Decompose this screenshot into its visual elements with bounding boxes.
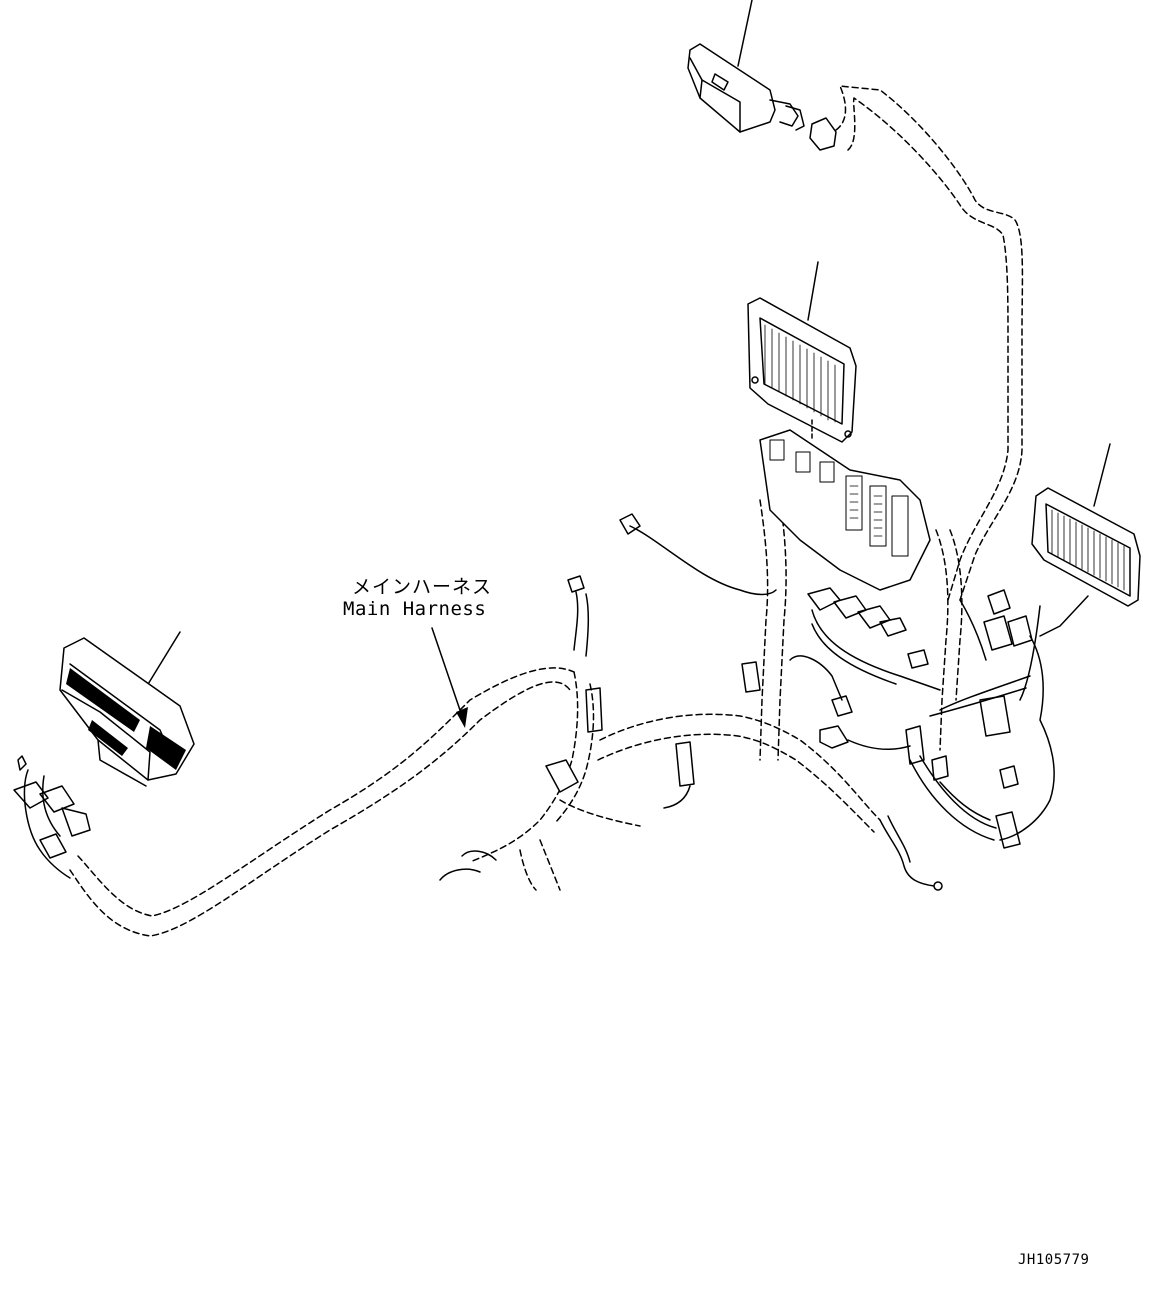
main-harness-label-en: Main Harness bbox=[343, 598, 487, 620]
fuse-box-cover bbox=[747, 261, 857, 443]
left-control-unit bbox=[59, 631, 195, 787]
right-side-connectors bbox=[905, 589, 1055, 849]
leader-line-fuse-cover bbox=[807, 261, 819, 321]
main-harness-label-jp: メインハーネス bbox=[352, 576, 493, 598]
top-connector bbox=[809, 117, 837, 151]
harness-right-branch bbox=[835, 85, 1024, 601]
right-controller-unit bbox=[1031, 443, 1141, 637]
arrow-head-icon bbox=[456, 707, 468, 728]
drawing-code: JH105779 bbox=[1018, 1252, 1090, 1268]
leader-line-controller-lower bbox=[1039, 595, 1089, 637]
connector-row-center bbox=[789, 587, 941, 751]
ground-wire bbox=[879, 815, 943, 891]
main-harness-left-run bbox=[69, 667, 575, 937]
left-connector-cluster bbox=[13, 755, 91, 879]
inline-connectors bbox=[439, 513, 777, 881]
leader-line-top-unit bbox=[737, 0, 753, 67]
main-harness-center-lower bbox=[469, 671, 881, 891]
leader-line-controller bbox=[1093, 443, 1111, 507]
top-sensor-unit bbox=[687, 0, 837, 151]
main-harness-leader bbox=[431, 627, 468, 728]
fuse-box-body bbox=[759, 429, 931, 591]
